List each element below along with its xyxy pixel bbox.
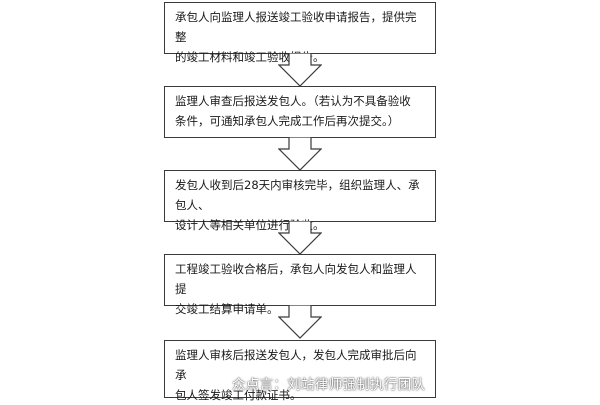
watermark: 众点言：刘站律师强制执行团队 bbox=[232, 377, 426, 393]
down-arrow-icon bbox=[278, 137, 322, 171]
down-arrow-icon bbox=[278, 305, 322, 339]
flow-step-1-line-2: 的竣工材料和竣工验收报告。 bbox=[175, 50, 325, 64]
flow-step-4-line-1: 工程竣工验收合格后，承包人向发包人和监理人提 bbox=[175, 262, 417, 296]
flow-step-4: 工程竣工验收合格后，承包人向发包人和监理人提 交竣工结算申请单。 bbox=[164, 254, 436, 316]
flow-step-2-line-2: 条件，可通知承包人完成工作后再次提交。） bbox=[175, 114, 400, 128]
flow-step-3-line-1: 发包人收到后28天内审核完毕，组织监理人、承包人、 bbox=[175, 178, 420, 212]
flow-step-5-line-2: 包人签发竣工付款证书。 bbox=[175, 388, 302, 402]
flow-step-1-line-1: 承包人向监理人报送竣工验收申请报告，提供完整 bbox=[175, 10, 417, 44]
flow-step-2: 监理人审查后报送发包人。（若认为不具备验收 条件，可通知承包人完成工作后再次提交… bbox=[164, 86, 436, 138]
flow-step-3-line-2: 设计人等相关单位进行验收。 bbox=[175, 218, 325, 232]
flow-step-2-line-1: 监理人审查后报送发包人。（若认为不具备验收 bbox=[175, 94, 411, 108]
down-arrow-icon bbox=[278, 53, 322, 87]
flow-step-3: 发包人收到后28天内审核完毕，组织监理人、承包人、 设计人等相关单位进行验收。 bbox=[164, 170, 436, 232]
flow-step-1: 承包人向监理人报送竣工验收申请报告，提供完整 的竣工材料和竣工验收报告。 bbox=[164, 2, 436, 64]
flow-step-5-line-1: 监理人审核后报送发包人，发包人完成审批后向承 bbox=[175, 348, 417, 382]
down-arrow-icon bbox=[278, 221, 322, 255]
flow-step-4-line-2: 交竣工结算申请单。 bbox=[175, 302, 279, 316]
flow-step-5: 监理人审核后报送发包人，发包人完成审批后向承 包人签发竣工付款证书。 bbox=[164, 340, 436, 402]
